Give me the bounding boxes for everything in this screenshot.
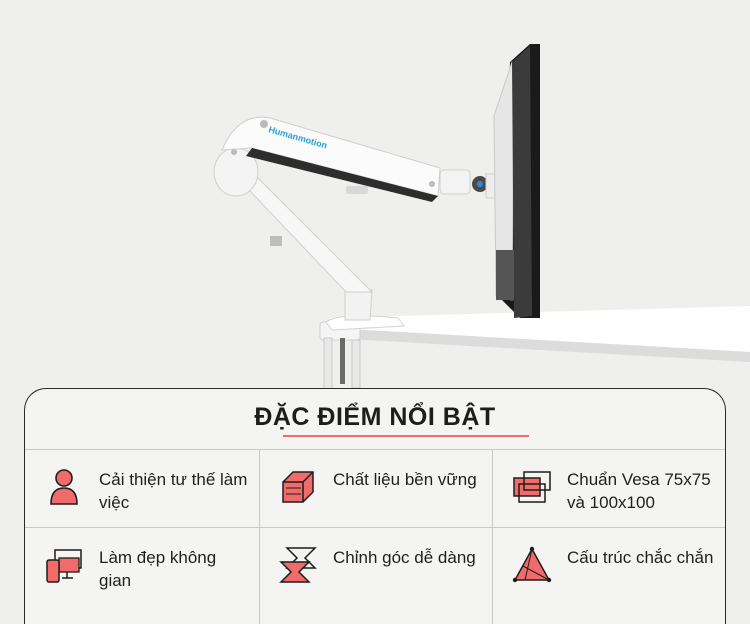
feature-item-space: Làm đẹp không gian xyxy=(25,528,258,604)
grid-divider xyxy=(259,450,260,624)
feature-label: Cấu trúc chắc chắn xyxy=(567,548,714,567)
features-title: ĐẶC ĐIỂM NỔI BẬT xyxy=(254,403,496,431)
cube-material-icon xyxy=(282,471,314,503)
angle-adjust-icon xyxy=(279,547,317,583)
desk xyxy=(330,306,750,362)
feature-label: Chỉnh góc dễ dàng xyxy=(333,548,476,567)
vesa-screens-icon xyxy=(513,471,551,503)
feature-item-structure: Cấu trúc chắc chắn xyxy=(493,528,726,604)
feature-item-material: Chất liệu bền vững xyxy=(259,450,492,526)
features-grid: Cải thiện tư thế làm việc Chất liệu bền … xyxy=(25,449,725,624)
features-card: ĐẶC ĐIỂM NỔI BẬT Cải thiện tư thế làm vi… xyxy=(24,388,726,624)
grid-divider xyxy=(25,527,725,528)
product-photo: Humanmotion xyxy=(213,44,750,391)
feature-label: Làm đẹp không gian xyxy=(99,548,217,590)
feature-item-posture: Cải thiện tư thế làm việc xyxy=(25,450,258,526)
devices-icon xyxy=(46,549,82,583)
triangle-structure-icon xyxy=(512,546,552,583)
feature-label: Chất liệu bền vững xyxy=(333,470,477,489)
person-posture-icon xyxy=(50,469,78,505)
grid-divider xyxy=(492,450,493,624)
feature-item-angle: Chỉnh góc dễ dàng xyxy=(259,528,492,604)
title-underline xyxy=(283,435,529,437)
feature-label: Cải thiện tư thế làm việc xyxy=(99,470,248,512)
desk-clamp xyxy=(319,315,405,391)
feature-item-vesa: Chuẩn Vesa 75x75 và 100x100 xyxy=(493,450,726,526)
feature-label: Chuẩn Vesa 75x75 và 100x100 xyxy=(567,470,711,512)
monitor-arm: Humanmotion xyxy=(213,116,501,321)
monitor xyxy=(493,44,540,318)
